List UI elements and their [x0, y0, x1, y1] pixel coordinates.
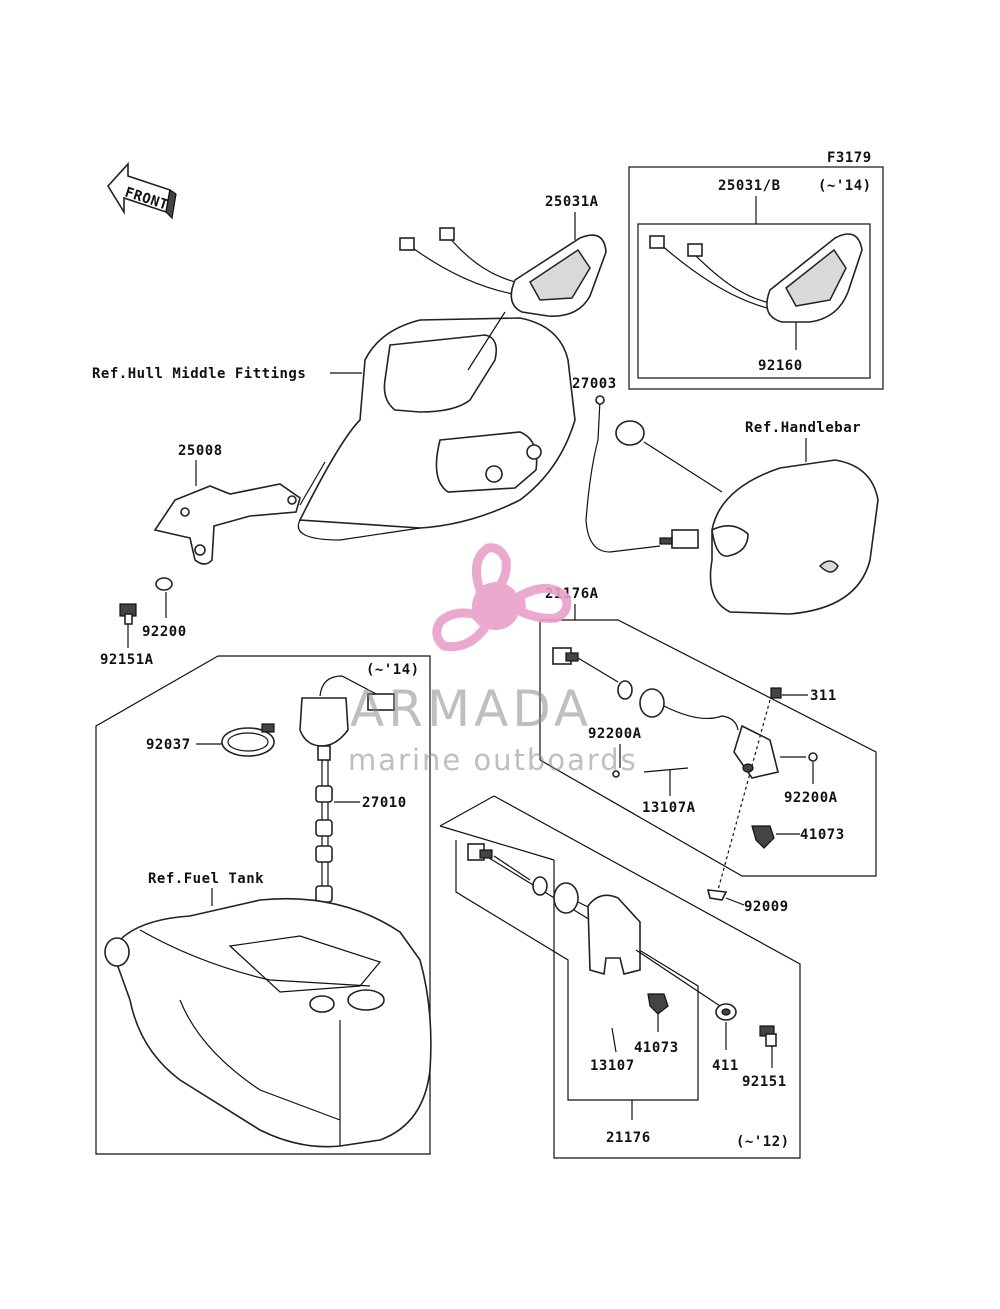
armada-logo: [432, 543, 572, 652]
hull-middle-fittings: [297, 317, 576, 541]
hose-clamp-92037: [221, 723, 275, 757]
fuel-sender-27010: [299, 675, 395, 903]
nut-311: [770, 687, 782, 699]
watermark-tagline: marine outboards: [348, 743, 638, 777]
label-41073-bottom: 41073: [634, 1040, 679, 1056]
label-92200A-right: 92200A: [784, 790, 838, 806]
fuel-tank-box: [95, 655, 431, 1155]
label-92200A-top: 92200A: [588, 726, 642, 742]
label-25008: 25008: [178, 443, 223, 459]
bracket-25008: [153, 483, 301, 565]
bolt-92151A: [119, 603, 137, 625]
fuel-sender-a-box: [539, 604, 877, 877]
label-range-fuel: (~'14): [366, 662, 420, 678]
handlebar-cover: [709, 459, 879, 615]
meter-b: [649, 233, 863, 323]
label-92200: 92200: [142, 624, 187, 640]
fuel-sender-12: [467, 843, 721, 1007]
label-92009: 92009: [744, 899, 789, 915]
label-27010: 27010: [362, 795, 407, 811]
label-27003: 27003: [572, 376, 617, 392]
clip-41073-right: [751, 825, 775, 849]
sensor-27003: [585, 395, 699, 553]
label-ref-fuel-tank: Ref.Fuel Tank: [148, 871, 264, 887]
clip-41073-bottom: [647, 993, 669, 1015]
label-92151: 92151: [742, 1074, 787, 1090]
label-92160: 92160: [758, 358, 803, 374]
fuel-sender-a: [552, 647, 779, 779]
figure-id: F3179: [827, 150, 872, 166]
label-25031B: 25031/B: [718, 178, 781, 194]
meter-assembly-b-box: [628, 166, 884, 390]
washer-411: [715, 1003, 737, 1021]
label-311: 311: [810, 688, 837, 704]
pin-13107A: [643, 767, 689, 773]
label-92151A: 92151A: [100, 652, 154, 668]
fuel-sender-box-12: [439, 795, 801, 1159]
nut-92200: [155, 577, 173, 591]
label-25031B-range: (~'14): [818, 178, 872, 194]
label-25031A: 25031A: [545, 194, 599, 210]
label-411: 411: [712, 1058, 739, 1074]
label-ref-hull: Ref.Hull Middle Fittings: [92, 366, 306, 382]
label-range-bottom: (~'12): [736, 1134, 790, 1150]
washer-92200A-right: [808, 752, 818, 762]
label-21176: 21176: [606, 1130, 651, 1146]
label-ref-handlebar: Ref.Handlebar: [745, 420, 861, 436]
front-arrow-icon: FRONT: [107, 161, 177, 220]
fuel-tank: [104, 897, 432, 1148]
watermark-brand: ARMADA: [350, 680, 592, 738]
label-13107: 13107: [590, 1058, 635, 1074]
label-92037: 92037: [146, 737, 191, 753]
pin-13107: [611, 1027, 617, 1053]
label-41073-right: 41073: [800, 827, 845, 843]
washer-92200A-left: [612, 770, 620, 778]
bolt-92151: [759, 1025, 777, 1047]
meter-a: [399, 227, 607, 317]
label-13107A: 13107A: [642, 800, 696, 816]
screw-92009: [706, 699, 771, 901]
